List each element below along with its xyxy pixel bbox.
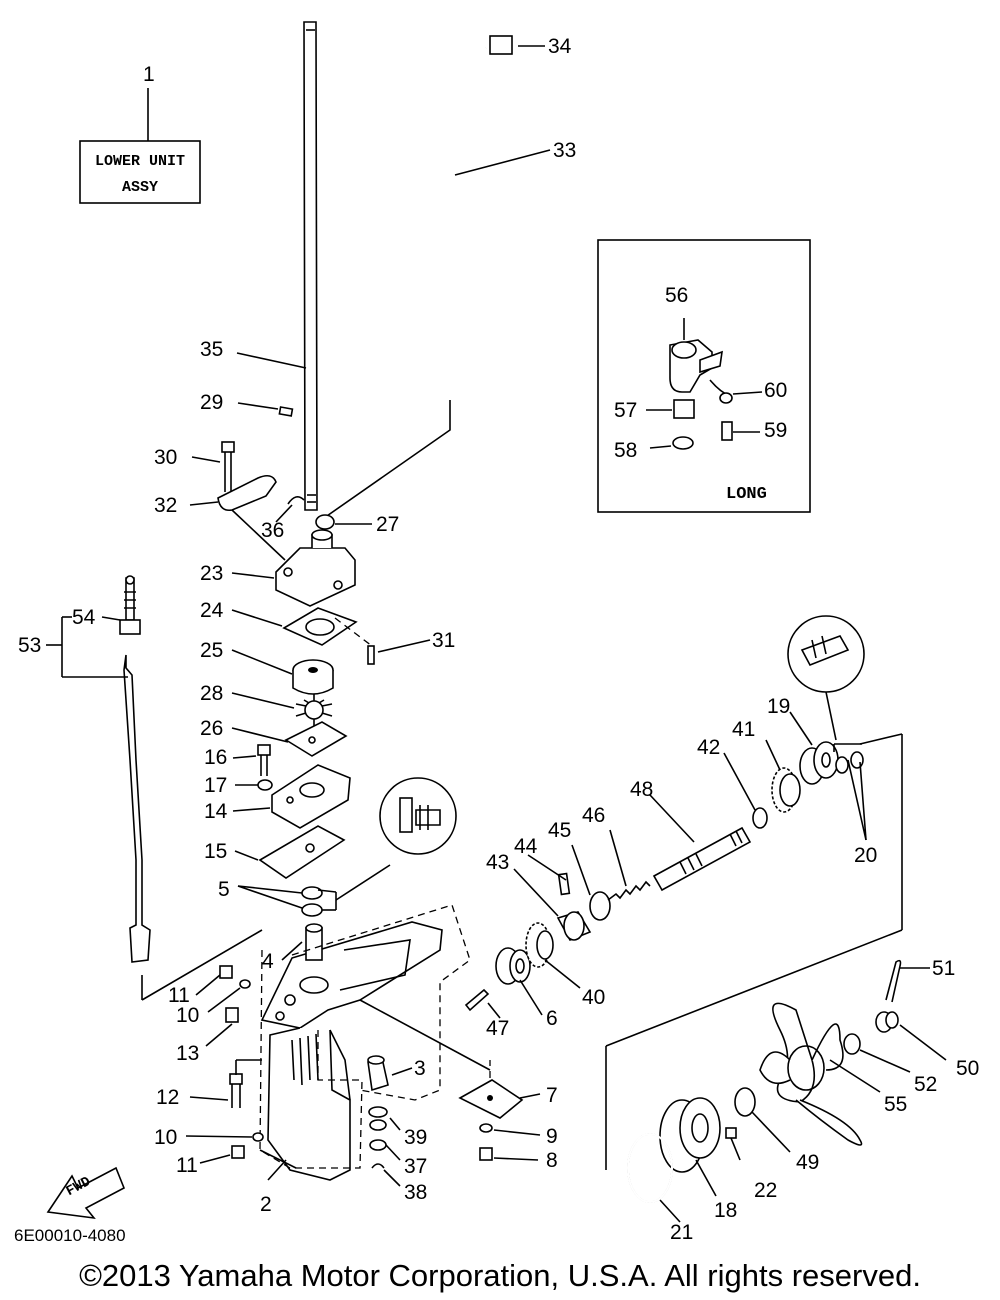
lower-case	[260, 921, 443, 1181]
callout-19: 19	[767, 695, 791, 718]
callout-18: 18	[714, 1199, 738, 1222]
callout-30: 30	[154, 446, 178, 469]
callout-41: 41	[732, 718, 756, 741]
seal-detail-circle	[379, 777, 457, 855]
callout-57: 57	[614, 399, 638, 422]
callout-20: 20	[854, 844, 878, 867]
callout-42: 42	[697, 736, 721, 759]
callout-6: 6	[546, 1007, 558, 1030]
callout-53: 53	[18, 634, 42, 657]
callout-11a: 11	[168, 984, 190, 1007]
callout-47: 47	[486, 1017, 510, 1040]
callout-15: 15	[204, 840, 228, 863]
callout-2: 2	[260, 1193, 272, 1216]
callout-21: 21	[670, 1221, 694, 1244]
callout-25: 25	[200, 639, 224, 662]
callout-7: 7	[546, 1084, 558, 1107]
callout-38: 38	[404, 1181, 428, 1204]
callout-52: 52	[914, 1073, 938, 1096]
callout-46: 46	[582, 804, 606, 827]
long-parts	[646, 318, 763, 450]
callout-24: 24	[200, 599, 224, 622]
callout-32: 32	[154, 494, 178, 517]
callout-4: 4	[262, 950, 274, 973]
propeller-shaft	[652, 826, 752, 892]
callout-3: 3	[414, 1057, 426, 1080]
callout-10a: 10	[176, 1004, 200, 1027]
callout-37: 37	[404, 1155, 428, 1178]
callout-44: 44	[514, 835, 538, 858]
fwd-arrow	[46, 1166, 126, 1220]
callout-9: 9	[546, 1125, 558, 1148]
callout-54: 54	[72, 606, 96, 629]
callout-1: 1	[143, 63, 155, 86]
callout-33: 33	[553, 139, 577, 162]
long-label: LONG	[726, 485, 767, 504]
callout-59: 59	[764, 419, 788, 442]
callout-23: 23	[200, 562, 224, 585]
callout-51: 51	[932, 957, 956, 980]
drive-shaft	[303, 21, 318, 511]
callout-56: 56	[665, 284, 689, 307]
callout-43: 43	[486, 851, 510, 874]
callout-31: 31	[432, 629, 456, 652]
callout-60: 60	[764, 379, 788, 402]
callout-5: 5	[218, 878, 230, 901]
callout-12: 12	[156, 1086, 180, 1109]
callout-27: 27	[376, 513, 400, 536]
shift-rod	[119, 575, 151, 963]
callout-22: 22	[754, 1179, 778, 1202]
callout-14: 14	[204, 800, 228, 823]
impeller	[295, 694, 333, 726]
lower-unit-line2: ASSY	[121, 179, 158, 196]
callout-55: 55	[884, 1093, 908, 1116]
callout-34: 34	[548, 35, 572, 58]
callout-10b: 10	[154, 1126, 178, 1149]
callout-58: 58	[614, 439, 638, 462]
propeller	[759, 1002, 863, 1146]
callout-49: 49	[796, 1151, 820, 1174]
long-inset-box	[597, 239, 811, 513]
callout-13: 13	[176, 1042, 200, 1065]
callout-8: 8	[546, 1149, 558, 1172]
diagram-code: 6E00010-4080	[14, 1226, 126, 1245]
callout-36: 36	[261, 519, 285, 542]
callout-26: 26	[200, 717, 224, 740]
lower-unit-assy-label: LOWER UNIT ASSY	[80, 154, 200, 195]
callout-11b: 11	[176, 1154, 198, 1177]
lower-unit-assy-box	[79, 140, 201, 204]
callout-40: 40	[582, 986, 606, 1009]
callout-28: 28	[200, 682, 224, 705]
callout-48: 48	[630, 778, 654, 801]
callout-35: 35	[200, 338, 224, 361]
lower-unit-line1: LOWER UNIT	[94, 153, 185, 170]
callout-17: 17	[204, 774, 228, 797]
callout-45: 45	[548, 819, 572, 842]
callout-39: 39	[404, 1126, 428, 1149]
callout-29: 29	[200, 391, 224, 414]
callout-16: 16	[204, 746, 228, 769]
water-tube	[323, 35, 551, 519]
callout-50: 50	[956, 1057, 980, 1080]
pump-housing	[275, 529, 356, 607]
copyright-notice: ©2013 Yamaha Motor Corporation, U.S.A. A…	[79, 1258, 921, 1293]
